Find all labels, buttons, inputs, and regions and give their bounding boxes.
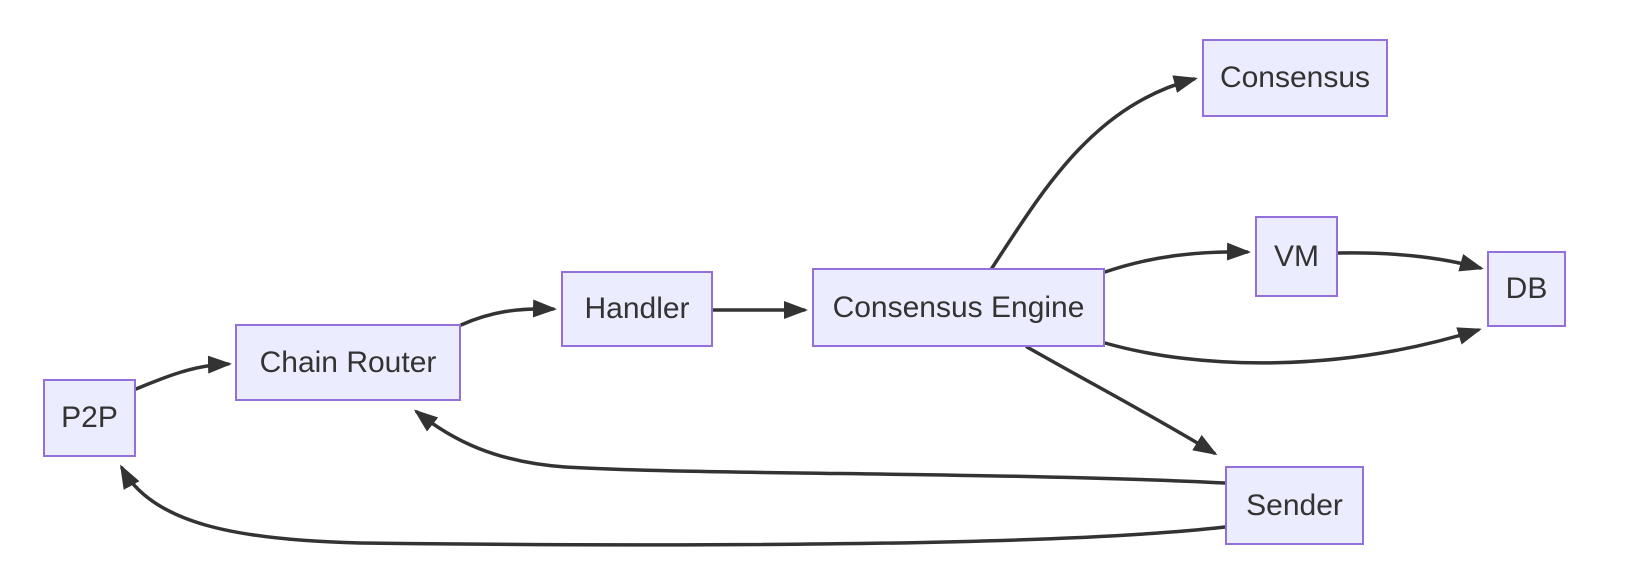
node-p2p-label: P2P [61, 401, 118, 434]
node-chain-router: Chain Router [235, 324, 461, 401]
node-chain-router-label: Chain Router [259, 345, 437, 379]
node-handler: Handler [561, 271, 713, 347]
edge-chain-router-to-handler [459, 299, 557, 327]
node-db-label: DB [1505, 272, 1548, 305]
node-p2p: P2P [43, 379, 136, 457]
edge-sender-to-p2p [120, 464, 1227, 547]
node-consensus-engine-label: Consensus Engine [832, 290, 1085, 324]
edge-consensus-engine-to-vm [1103, 242, 1251, 274]
node-consensus-engine: Consensus Engine [812, 268, 1105, 347]
edge-consensus-engine-to-db [1103, 327, 1482, 365]
edge-sender-to-chain-router [413, 409, 1227, 485]
node-handler-label: Handler [584, 292, 690, 325]
node-vm-label: VM [1274, 239, 1319, 273]
edge-p2p-to-chain-router [134, 355, 232, 391]
node-sender-label: Sender [1246, 488, 1343, 522]
node-vm: VM [1255, 216, 1338, 297]
node-consensus: Consensus [1202, 39, 1388, 117]
node-consensus-label: Consensus [1219, 61, 1371, 94]
edge-consensus-engine-to-consensus [990, 75, 1198, 270]
edge-vm-to-db [1336, 251, 1484, 272]
edge-consensus-engine-to-sender [1025, 345, 1218, 456]
node-db: DB [1487, 251, 1566, 327]
node-sender: Sender [1225, 466, 1364, 545]
